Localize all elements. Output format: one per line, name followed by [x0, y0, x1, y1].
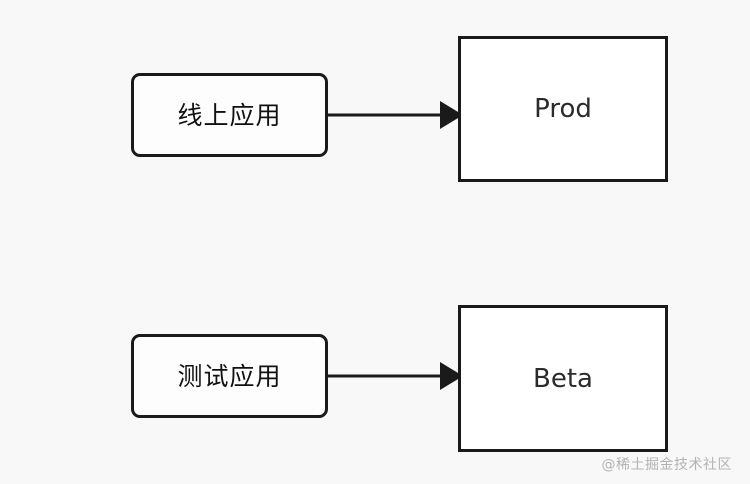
connector-online-app-to-prod: [328, 101, 463, 129]
node-online-app-label: 线上应用: [177, 100, 282, 130]
node-beta[interactable]: Beta: [458, 305, 668, 452]
connector-test-app-to-beta: [328, 362, 463, 390]
node-prod-label: Prod: [534, 94, 592, 124]
node-prod[interactable]: Prod: [458, 36, 668, 182]
arrowhead-icon: [440, 362, 463, 390]
node-beta-label: Beta: [533, 363, 593, 394]
arrowhead-icon: [440, 101, 463, 129]
node-test-app[interactable]: 测试应用: [131, 334, 328, 418]
watermark-text: @稀土掘金技术社区: [601, 457, 732, 473]
node-test-app-label: 测试应用: [177, 361, 282, 391]
node-online-app[interactable]: 线上应用: [131, 73, 328, 157]
